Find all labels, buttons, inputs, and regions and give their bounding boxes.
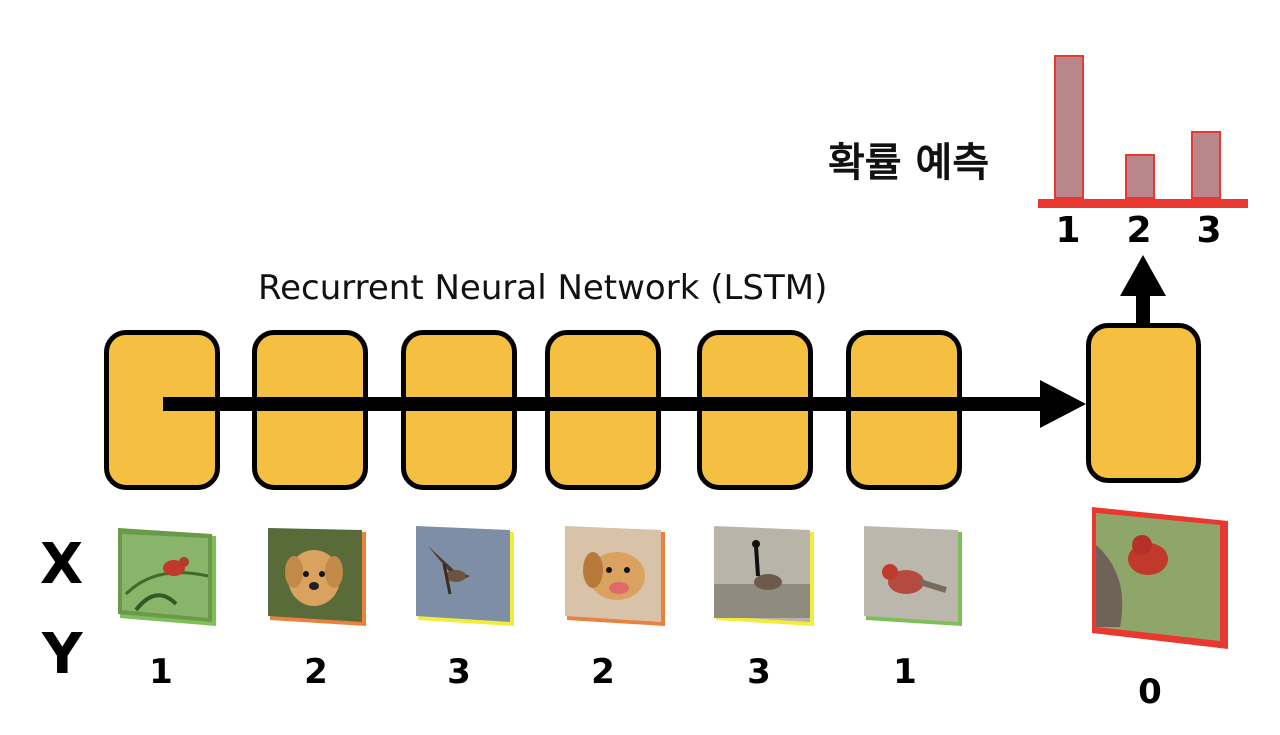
y-label: 1 xyxy=(893,652,917,692)
y-label: 2 xyxy=(304,652,328,692)
y-label: 3 xyxy=(447,652,471,692)
x-row-label: X xyxy=(40,532,84,597)
input-image-dog xyxy=(268,528,366,626)
chart-baseline xyxy=(1038,199,1248,208)
prediction-title: 확률 예측 xyxy=(828,140,990,186)
output-arrow-head xyxy=(1120,255,1166,296)
sequence-arrow-head xyxy=(1040,380,1086,428)
lstm-cell xyxy=(401,330,517,490)
bar-class-3 xyxy=(1191,131,1221,199)
tick-label: 1 xyxy=(1055,210,1081,251)
tick-label: 3 xyxy=(1196,210,1222,251)
input-image-goose xyxy=(416,526,514,626)
bar-class-1 xyxy=(1054,55,1084,199)
query-image-bird xyxy=(1092,507,1228,649)
y-label: 2 xyxy=(591,652,615,692)
bar-class-2 xyxy=(1125,154,1155,199)
input-image-goose xyxy=(714,526,814,626)
tick-label: 2 xyxy=(1126,210,1152,251)
lstm-cell xyxy=(697,330,813,490)
input-image-dog xyxy=(565,526,665,626)
y-row-label: Y xyxy=(42,622,83,687)
output-cell xyxy=(1086,323,1201,483)
input-image-bird xyxy=(118,528,216,626)
lstm-cell xyxy=(545,330,661,490)
lstm-cell xyxy=(104,330,220,490)
query-y-label: 0 xyxy=(1138,672,1162,712)
y-label: 3 xyxy=(747,652,771,692)
network-title: Recurrent Neural Network (LSTM) xyxy=(258,268,828,308)
lstm-cell xyxy=(846,330,962,490)
lstm-cell xyxy=(252,330,368,490)
y-label: 1 xyxy=(149,652,173,692)
input-image-bird xyxy=(864,526,962,626)
